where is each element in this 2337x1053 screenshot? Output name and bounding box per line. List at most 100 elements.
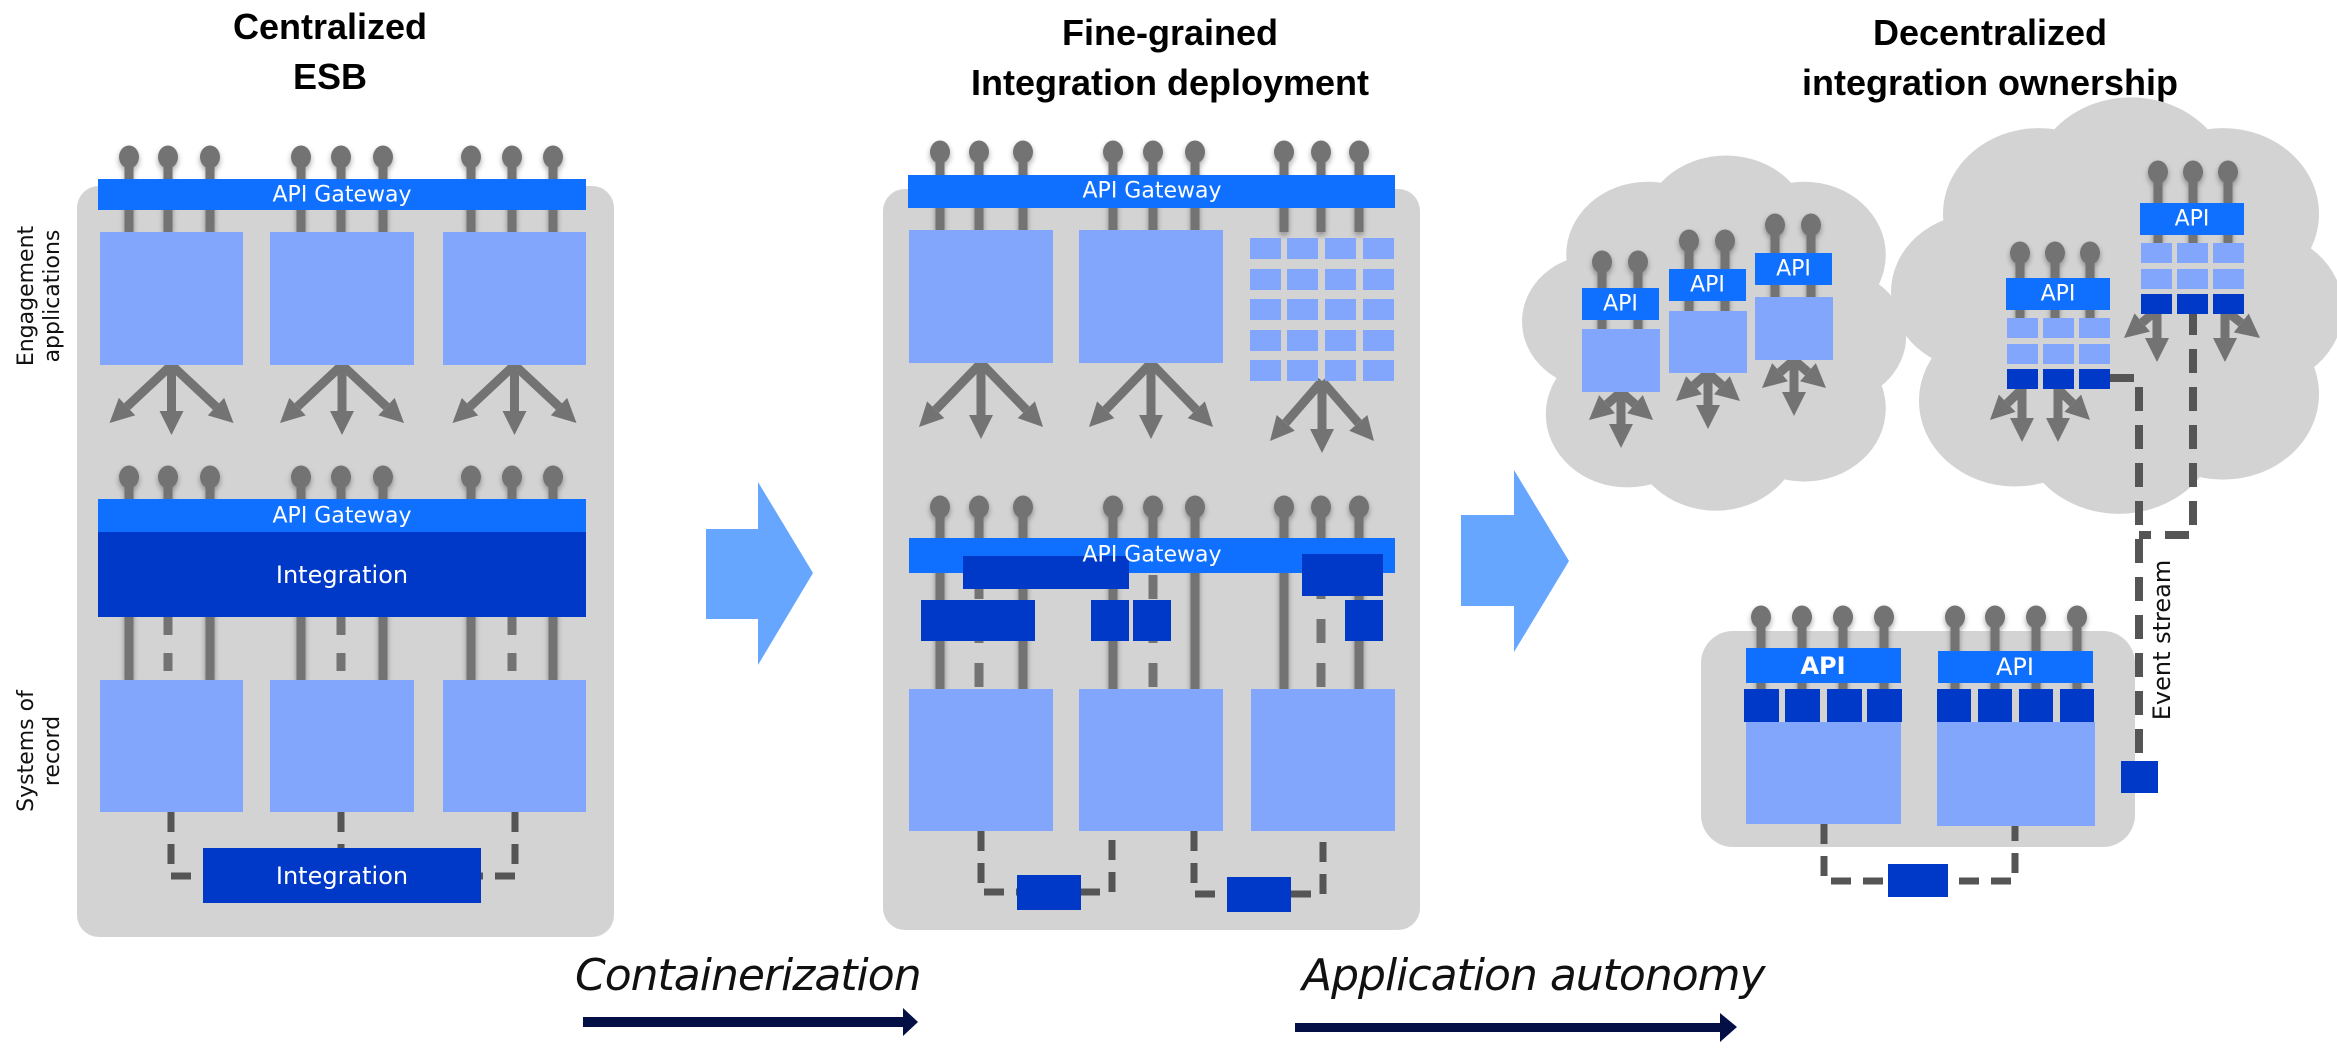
integration-bottom-label: Integration — [276, 862, 408, 890]
integration-container — [1302, 554, 1383, 596]
arrow-shaft — [932, 359, 985, 413]
label-application-autonomy: Application autonomy — [1302, 950, 1766, 1001]
cloud-lobe — [1522, 254, 1672, 389]
connector-head — [158, 465, 178, 489]
lollipop-connector — [373, 465, 393, 680]
api-gateway-lower-label: API Gateway — [1083, 543, 1222, 568]
lollipop-connector — [1103, 140, 1123, 232]
engagement-fan-arrows-left — [109, 361, 175, 423]
lollipop-connector — [1801, 213, 1821, 297]
api-badge — [1755, 253, 1832, 285]
microservice-tile — [1325, 299, 1356, 320]
arrow-shaft — [1604, 388, 1624, 408]
arrow-head — [2064, 394, 2090, 420]
connector-head — [1103, 140, 1123, 164]
engagement-fan-arrows-right — [1318, 378, 1374, 441]
transition-arrow-containerization — [706, 482, 813, 665]
arrow-shaft — [1791, 356, 1811, 376]
api-badge-label: API — [1690, 273, 1725, 298]
engagement-fan-arrows-right — [1147, 359, 1213, 427]
cloud-lobe — [1756, 269, 1907, 403]
lollipop-connector — [1874, 605, 1894, 690]
label-containerization: Containerization — [575, 950, 922, 1001]
connector-head — [1792, 605, 1812, 629]
arrow-shaft — [123, 361, 175, 410]
connector-head — [2045, 241, 2065, 265]
shape-layer — [98, 175, 2244, 1042]
cloud-lobe — [2019, 335, 2219, 514]
microservice-tile — [1363, 299, 1394, 320]
event-stream-link — [2110, 374, 2143, 761]
lollipop-connector — [1143, 495, 1163, 560]
system-of-record-box — [443, 680, 586, 812]
cloud-lobe — [2031, 97, 2231, 276]
engagement-app-box — [443, 232, 586, 365]
microservice-tile — [1287, 238, 1318, 259]
lollipop-connector — [1592, 250, 1612, 329]
microservice-tile — [2177, 269, 2208, 289]
arrow-head — [2046, 418, 2070, 442]
connector-head — [1592, 250, 1612, 274]
connector-head — [1274, 495, 1294, 519]
system-of-record-box — [1937, 722, 2095, 826]
engagement-fan-arrows-right — [977, 359, 1043, 427]
lollipop-connector — [1985, 605, 2005, 690]
arrow-head — [1627, 395, 1653, 420]
api-badge-bold — [1746, 648, 1901, 683]
lollipop-connector — [291, 465, 311, 680]
ms-app-right-api-label: API — [2175, 207, 2210, 232]
connector-head — [1985, 605, 2005, 629]
label-engagement-applications: Engagement applications — [14, 225, 65, 367]
api-gateway-top — [98, 179, 586, 210]
integration-tile — [1867, 689, 1902, 722]
microservice-tile — [1325, 360, 1356, 381]
arrow-head — [969, 415, 993, 439]
connector-head — [1833, 605, 1853, 629]
connector-head — [119, 145, 139, 169]
fan-arrow-right — [1618, 388, 1653, 420]
arrow-head — [1714, 376, 1740, 401]
api-badge — [1669, 269, 1746, 301]
lollipop-connector — [1274, 495, 1294, 689]
integration-container-small — [1017, 875, 1081, 910]
cloud-lobe — [1722, 181, 1886, 328]
microservice-tile — [1325, 269, 1356, 290]
engagement-fan-arrows-right — [338, 361, 404, 423]
lollipop-connector — [2183, 160, 2203, 243]
fan-arrow-left — [2124, 306, 2160, 338]
timeline-arrow-autonomy — [1295, 1013, 1737, 1042]
connector-head — [1801, 213, 1821, 237]
connector-head — [1765, 213, 1785, 237]
lollipop-connector — [2067, 605, 2087, 690]
lollipop-connector — [119, 145, 139, 232]
cloud-lobe — [1566, 181, 1730, 328]
fan-arrow-right — [1705, 369, 1740, 401]
ms-app-right-api — [2140, 203, 2244, 235]
connector-head — [2010, 241, 2030, 265]
integration-container — [963, 556, 1129, 589]
lollipop-connector — [331, 145, 351, 232]
api-badge-label: API — [1996, 653, 2034, 681]
lollipop-connector — [291, 145, 311, 232]
cloud-lobe — [1630, 358, 1801, 511]
fan-arrow-right — [2222, 306, 2260, 338]
lollipop-connector — [1679, 229, 1699, 311]
arrow-head — [1089, 401, 1115, 427]
cloud-lobe — [1919, 315, 2111, 487]
cloud-lobe — [1959, 173, 2263, 445]
connector-head — [2026, 605, 2046, 629]
lollipop-connector — [158, 145, 178, 232]
title-centralized-esb: Centralized ESB — [232, 6, 428, 97]
lollipop-connector — [2026, 605, 2046, 690]
engagement-fan-arrows-down — [330, 365, 354, 435]
arrow-shaft — [466, 361, 518, 410]
connector-head — [502, 145, 522, 169]
engagement-fan-arrows-down — [159, 365, 184, 435]
arrow-shaft — [2004, 385, 2026, 407]
cloud-lobe — [1943, 128, 2135, 300]
connector-head — [543, 145, 563, 169]
connector-head — [1143, 495, 1163, 519]
arrow-head — [159, 411, 184, 435]
connector-head — [2183, 160, 2203, 184]
